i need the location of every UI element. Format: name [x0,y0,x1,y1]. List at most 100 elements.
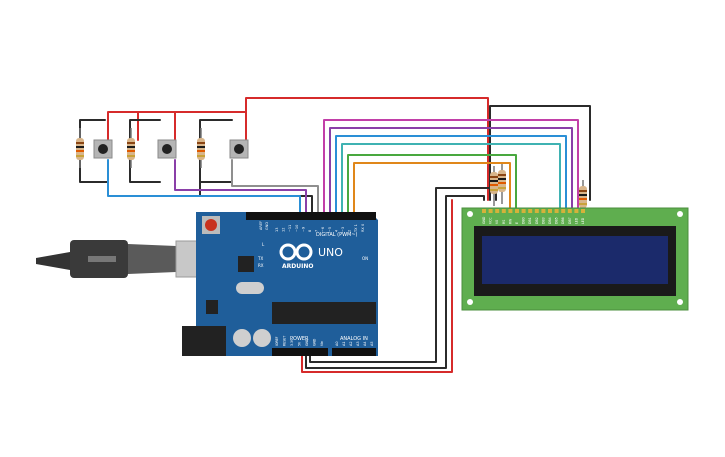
lcd-pin-label: DB6 [561,217,565,224]
lcd-pin[interactable] [548,209,552,213]
lcd-screen [482,236,668,284]
analog-pin-label: A1 [342,341,346,346]
power-label: POWER [290,336,309,342]
lcd-pin[interactable] [534,209,539,213]
wire-purple-lcd[interactable] [329,127,573,213]
power-pin-label: 3.3V [290,338,294,346]
usb-chip [238,256,254,272]
wire-green[interactable] [347,154,517,213]
wire-gray[interactable] [231,159,319,213]
lcd-pin[interactable] [567,209,572,213]
digital-pin-label: ~10 [295,225,299,232]
lcd-pin-label: RW [508,218,512,224]
on-label: ON [362,256,368,261]
lcd-pin-label: DB4 [548,217,552,224]
lcd-pin[interactable] [495,209,500,213]
digital-pin-label: ~5 [328,227,332,232]
resistor-4[interactable] [490,166,498,206]
lcd-pin[interactable] [554,209,559,213]
lcd-pin[interactable] [561,209,566,213]
analog-header[interactable] [332,348,376,356]
resistor-3[interactable] [197,128,205,168]
analog-pin-label: A3 [356,341,360,346]
lcd-pin-label: LED [581,217,585,224]
pushbutton-3[interactable] [229,139,249,159]
analog-pin-label: A5 [370,341,374,346]
analog-pin-label: A0 [335,341,339,346]
lcd-pin-label: DB3 [541,217,545,224]
wire-red-bottom[interactable] [301,199,453,373]
digital-pin-label: 12 [282,228,286,232]
power-pin-label: 5V [298,341,302,346]
resistor-5[interactable] [498,164,506,204]
power-header[interactable] [272,348,328,356]
lcd-pin-label: GND [482,216,486,224]
lcd-pin-label: LED [574,217,578,224]
wire-blue[interactable] [107,159,301,213]
power-pin-label: GND [305,338,309,346]
lcd-pin[interactable] [508,209,513,213]
power-jack[interactable] [182,326,226,356]
power-pin-label: Vin [320,341,324,346]
power-pin-label: GND [313,338,317,346]
lcd-pin[interactable] [521,209,526,213]
digital-pin-label: ~3 [341,227,345,232]
lcd-pin-label: DB0 [522,217,526,224]
power-pin-label: IOREF [275,336,279,346]
pushbutton-1[interactable] [93,139,113,159]
tx-label: TX [257,256,263,261]
wire-black-lcd-top[interactable] [489,105,591,201]
lcd-pin[interactable] [541,209,546,213]
digital-pin-label: 13 [275,228,279,232]
lcd-pin-label: RS [502,220,506,224]
pushbutton-2[interactable] [157,139,177,159]
digital-pin-label: TX 1 [354,224,358,233]
lcd-pin-label: VCC [489,217,493,224]
resistor-2[interactable] [127,128,135,168]
lcd-pin[interactable] [581,209,585,213]
lcd-pin[interactable] [528,209,533,213]
digital-header[interactable] [246,212,376,220]
wire-red-top[interactable] [245,97,489,201]
lcd-pin[interactable] [488,209,493,213]
digital-pin-label: 2 [348,230,352,232]
wire-magenta[interactable] [323,119,579,213]
resistor-1[interactable] [76,128,84,168]
wire-blue-lcd[interactable] [335,135,567,213]
lcd-pin-label: DB7 [568,217,572,224]
lcd-pin[interactable] [515,209,519,213]
l-label: L [262,242,265,247]
wire-red-buttons[interactable] [107,111,247,141]
digital-pin-label: ~6 [321,227,325,232]
wire-purple-button[interactable] [174,159,307,213]
resistors [76,128,587,216]
analog-pin-label: A2 [349,341,353,346]
lcd-pin[interactable] [501,209,506,213]
usb-cable[interactable] [36,240,223,278]
wire-teal[interactable] [341,143,561,213]
analog-pin-label: A4 [363,341,367,346]
digital-pin-label: RX 0 [361,224,365,232]
digital-label: DIGITAL (PWM~) [316,232,358,238]
arduino-uno[interactable]: ARDUINO UNO DIGITAL (PWM~) POWER ANALOG … [182,212,378,356]
power-pin-label: RESET [283,336,287,346]
wire-orange[interactable] [353,162,511,213]
lcd-pin[interactable] [482,209,486,213]
lcd-pin-label: V0 [495,220,499,224]
arduino-brand-text: ARDUINO [282,263,313,270]
wires [79,97,591,373]
lcd-pin[interactable] [574,209,579,213]
digital-pin-label: 8 [308,230,312,232]
wire-black-bottom[interactable] [305,195,485,369]
pushbuttons [93,139,249,159]
atmega-chip [272,302,376,324]
digital-pin-label: 7 [315,230,319,232]
rx-label: RX [258,263,264,268]
